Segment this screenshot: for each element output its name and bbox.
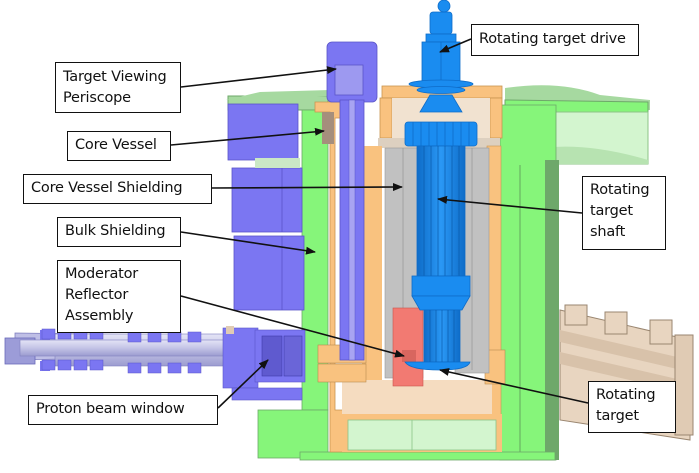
label-rotating-target-drive: Rotating target drive (471, 24, 639, 56)
leader-bulk-shielding (180, 231, 316, 255)
leader-proton-beam-window (217, 359, 269, 409)
label-proton-beam-window: Proton beam window (28, 395, 218, 425)
leader-moderator-reflector-assembly (180, 295, 405, 358)
leader-core-vessel-shielding (211, 183, 403, 192)
label-moderator-reflector-assembly: Moderator Reflector Assembly (57, 260, 181, 333)
label-rotating-target: Rotating target (588, 381, 676, 433)
leader-rotating-target-drive (439, 38, 472, 53)
leader-rotating-target (439, 368, 589, 404)
label-rotating-target-shaft: Rotating target shaft (582, 176, 666, 250)
label-bulk-shielding: Bulk Shielding (57, 217, 181, 247)
label-core-vessel: Core Vessel (67, 131, 171, 161)
moderator-reflector-assembly (392, 307, 424, 387)
proton-beamline (4, 326, 306, 401)
label-core-vessel-shielding: Core Vessel Shielding (23, 174, 212, 204)
label-target-viewing-periscope: Target Viewing Periscope (55, 62, 181, 113)
target-viewing-periscope (326, 41, 378, 361)
outer-shielding-blocks (227, 103, 305, 311)
leader-lines (170, 38, 589, 409)
leader-rotating-target-shaft (437, 195, 583, 214)
leader-core-vessel (170, 127, 325, 146)
leader-target-viewing-periscope (180, 66, 337, 88)
